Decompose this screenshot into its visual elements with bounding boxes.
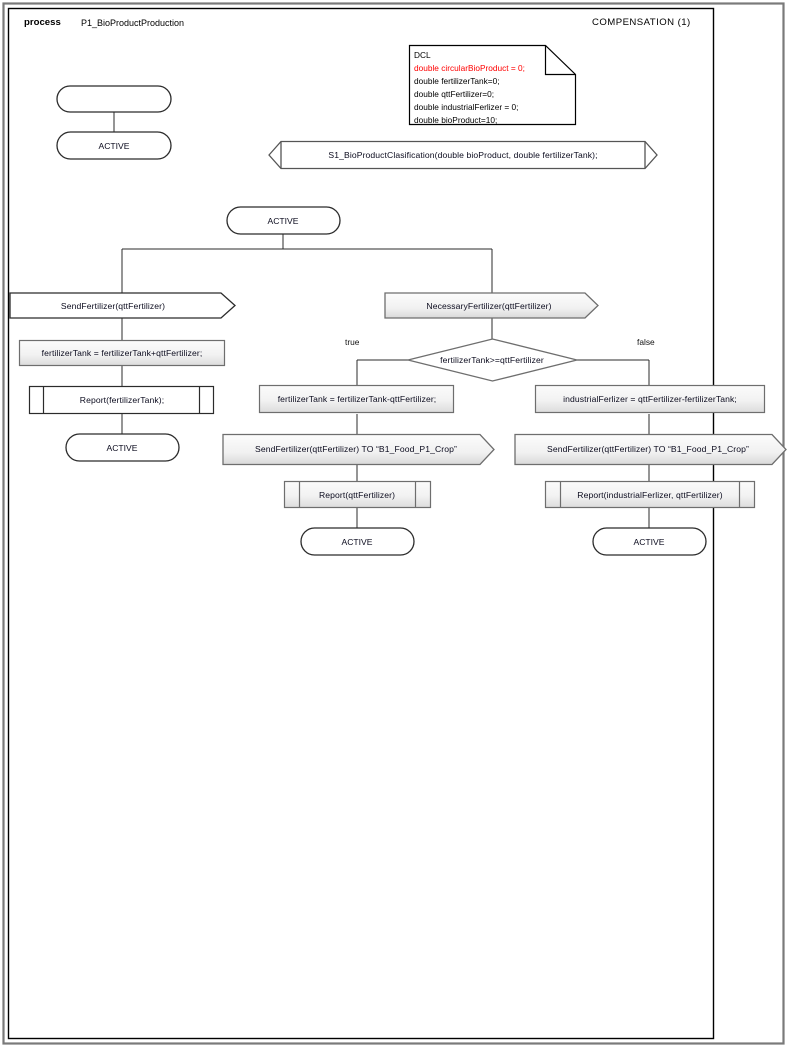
assign-left-node[interactable] — [18, 339, 226, 367]
state-active-main[interactable] — [226, 206, 341, 235]
report-right-node[interactable] — [544, 480, 756, 509]
report-right-label: Report(industrialFerlizer, qttFertilizer… — [577, 490, 723, 500]
report-center-node[interactable] — [283, 480, 432, 509]
header-keyword: process — [24, 17, 61, 28]
note-line-4: double bioProduct=10; — [414, 115, 498, 125]
necessary-fertilizer-node[interactable] — [384, 292, 599, 319]
send-fertilizer-right-label: SendFertilizer(qttFertilizer) TO “B1_Foo… — [547, 444, 749, 454]
assign-right-label: industrialFerlizer = qttFertilizer-ferti… — [563, 394, 737, 404]
state-active-right-label: ACTIVE — [633, 537, 665, 547]
note-title: DCL — [414, 50, 431, 60]
edge-label-false: false — [637, 337, 655, 347]
state-active-center[interactable] — [300, 527, 415, 556]
send-fertilizer-center-label: SendFertilizer(qttFertilizer) TO “B1_Foo… — [255, 444, 457, 454]
report-left-node[interactable] — [28, 385, 215, 415]
state-active-left[interactable] — [65, 433, 180, 462]
state-active-right[interactable] — [592, 527, 707, 556]
state-active-left-label: ACTIVE — [106, 443, 138, 453]
edge-label-true: true — [345, 337, 360, 347]
note-line-0: double circularBioProduct = 0; — [414, 63, 525, 73]
signal-s1-label: S1_BioProductClasification(double bioPro… — [328, 150, 598, 160]
report-left-label: Report(fertilizerTank); — [79, 395, 165, 405]
send-fertilizer-center-node[interactable] — [222, 433, 495, 466]
state-active-start[interactable] — [56, 131, 172, 160]
report-center-label: Report(qttFertilizer) — [318, 490, 396, 500]
send-fertilizer-left-node[interactable] — [9, 292, 236, 319]
inner-frame — [7, 7, 715, 1040]
page-title: P1_BioProductProduction — [81, 18, 185, 28]
note-line-3: double industrialFerlizer = 0; — [414, 102, 519, 112]
decision-node[interactable] — [407, 338, 578, 382]
assign-right-node[interactable] — [534, 384, 766, 414]
state-active-main-label: ACTIVE — [267, 216, 299, 226]
assign-center-node[interactable] — [258, 384, 455, 414]
compensation-label: COMPENSATION (1) — [592, 17, 691, 28]
signal-s1-node[interactable] — [268, 140, 658, 170]
necessary-fertilizer-label: NecessaryFertilizer(qttFertilizer) — [426, 301, 552, 311]
note-line-2: double qttFertilizer=0; — [414, 89, 495, 99]
assign-center-label: fertilizerTank = fertilizerTank-qttFerti… — [277, 394, 437, 404]
send-fertilizer-left-label: SendFertilizer(qttFertilizer) — [60, 301, 166, 311]
send-fertilizer-right-node[interactable] — [514, 433, 787, 466]
state-active-center-label: ACTIVE — [341, 537, 373, 547]
connectors — [113, 112, 650, 528]
assign-left-label: fertilizerTank = fertilizerTank+qttFerti… — [41, 348, 203, 358]
state-active-start-label: ACTIVE — [98, 141, 130, 151]
note-line-1: double fertilizerTank=0; — [414, 76, 500, 86]
decision-label: fertilizerTank>=qttFertilizer — [440, 355, 544, 365]
start-node[interactable] — [56, 85, 172, 113]
declaration-note[interactable] — [408, 44, 577, 126]
